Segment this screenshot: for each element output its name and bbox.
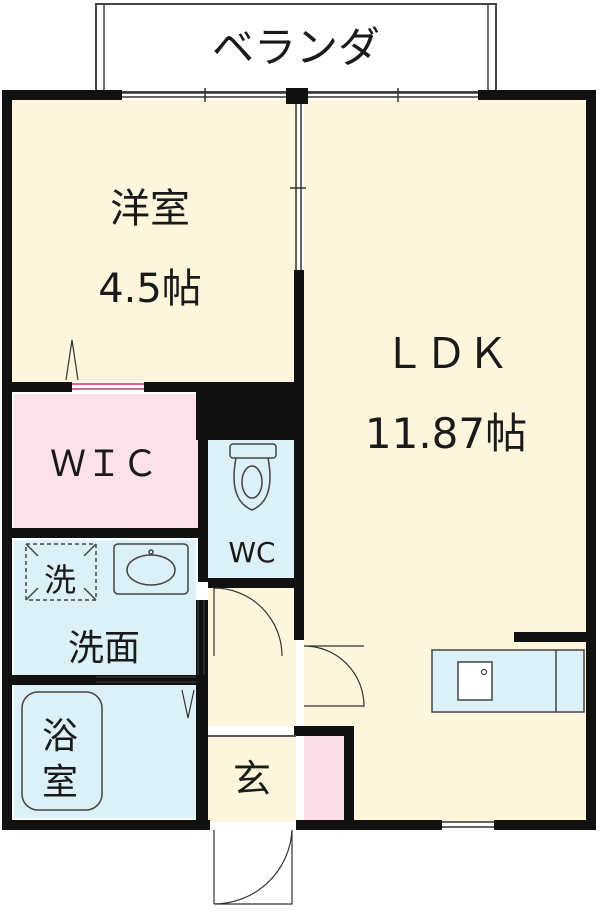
toilet-icon (229, 443, 277, 511)
washing-machine-icon (25, 543, 97, 601)
washbasin-icon (113, 543, 189, 595)
ldk-window-bottom (442, 821, 494, 828)
wc-door-swing (213, 587, 283, 657)
washroom-floor (14, 540, 196, 675)
entrance-floor (208, 736, 296, 822)
ldk-name: ＬＤＫ (383, 329, 509, 378)
balcony-label: ベランダ (212, 23, 380, 72)
wic-door (65, 339, 144, 390)
washing-machine-label: 洗 (44, 561, 76, 599)
ldk-size: 11.87帖 (365, 409, 527, 458)
entrance-door-swing (213, 829, 293, 905)
hall-floor (208, 588, 296, 726)
washroom-label: 洗面 (68, 628, 140, 669)
western-room-floor (12, 100, 298, 382)
washroom-door (197, 600, 205, 675)
shoe-closet (304, 736, 344, 822)
bath-door (96, 676, 196, 719)
ldk-floor (304, 100, 586, 822)
western-room-size: 4.5帖 (98, 266, 202, 312)
western-room-sliding-door (290, 104, 306, 270)
bath-label-top: 浴 (42, 716, 78, 757)
kitchen-counter (431, 649, 585, 713)
bath-floor (14, 685, 196, 818)
wic-label: ＷＩＣ (50, 444, 158, 485)
balcony-windows (122, 88, 478, 102)
balcony: ベランダ (95, 3, 497, 93)
wc-label: WC (228, 536, 275, 569)
western-room-name: 洋室 (110, 186, 190, 232)
walls (2, 88, 596, 830)
bath-label-bottom: 室 (42, 762, 78, 803)
wic-floor (14, 394, 198, 528)
entrance-label: 玄 (233, 757, 271, 801)
ldk-door-swing (303, 645, 365, 707)
bathtub-icon (21, 691, 103, 811)
